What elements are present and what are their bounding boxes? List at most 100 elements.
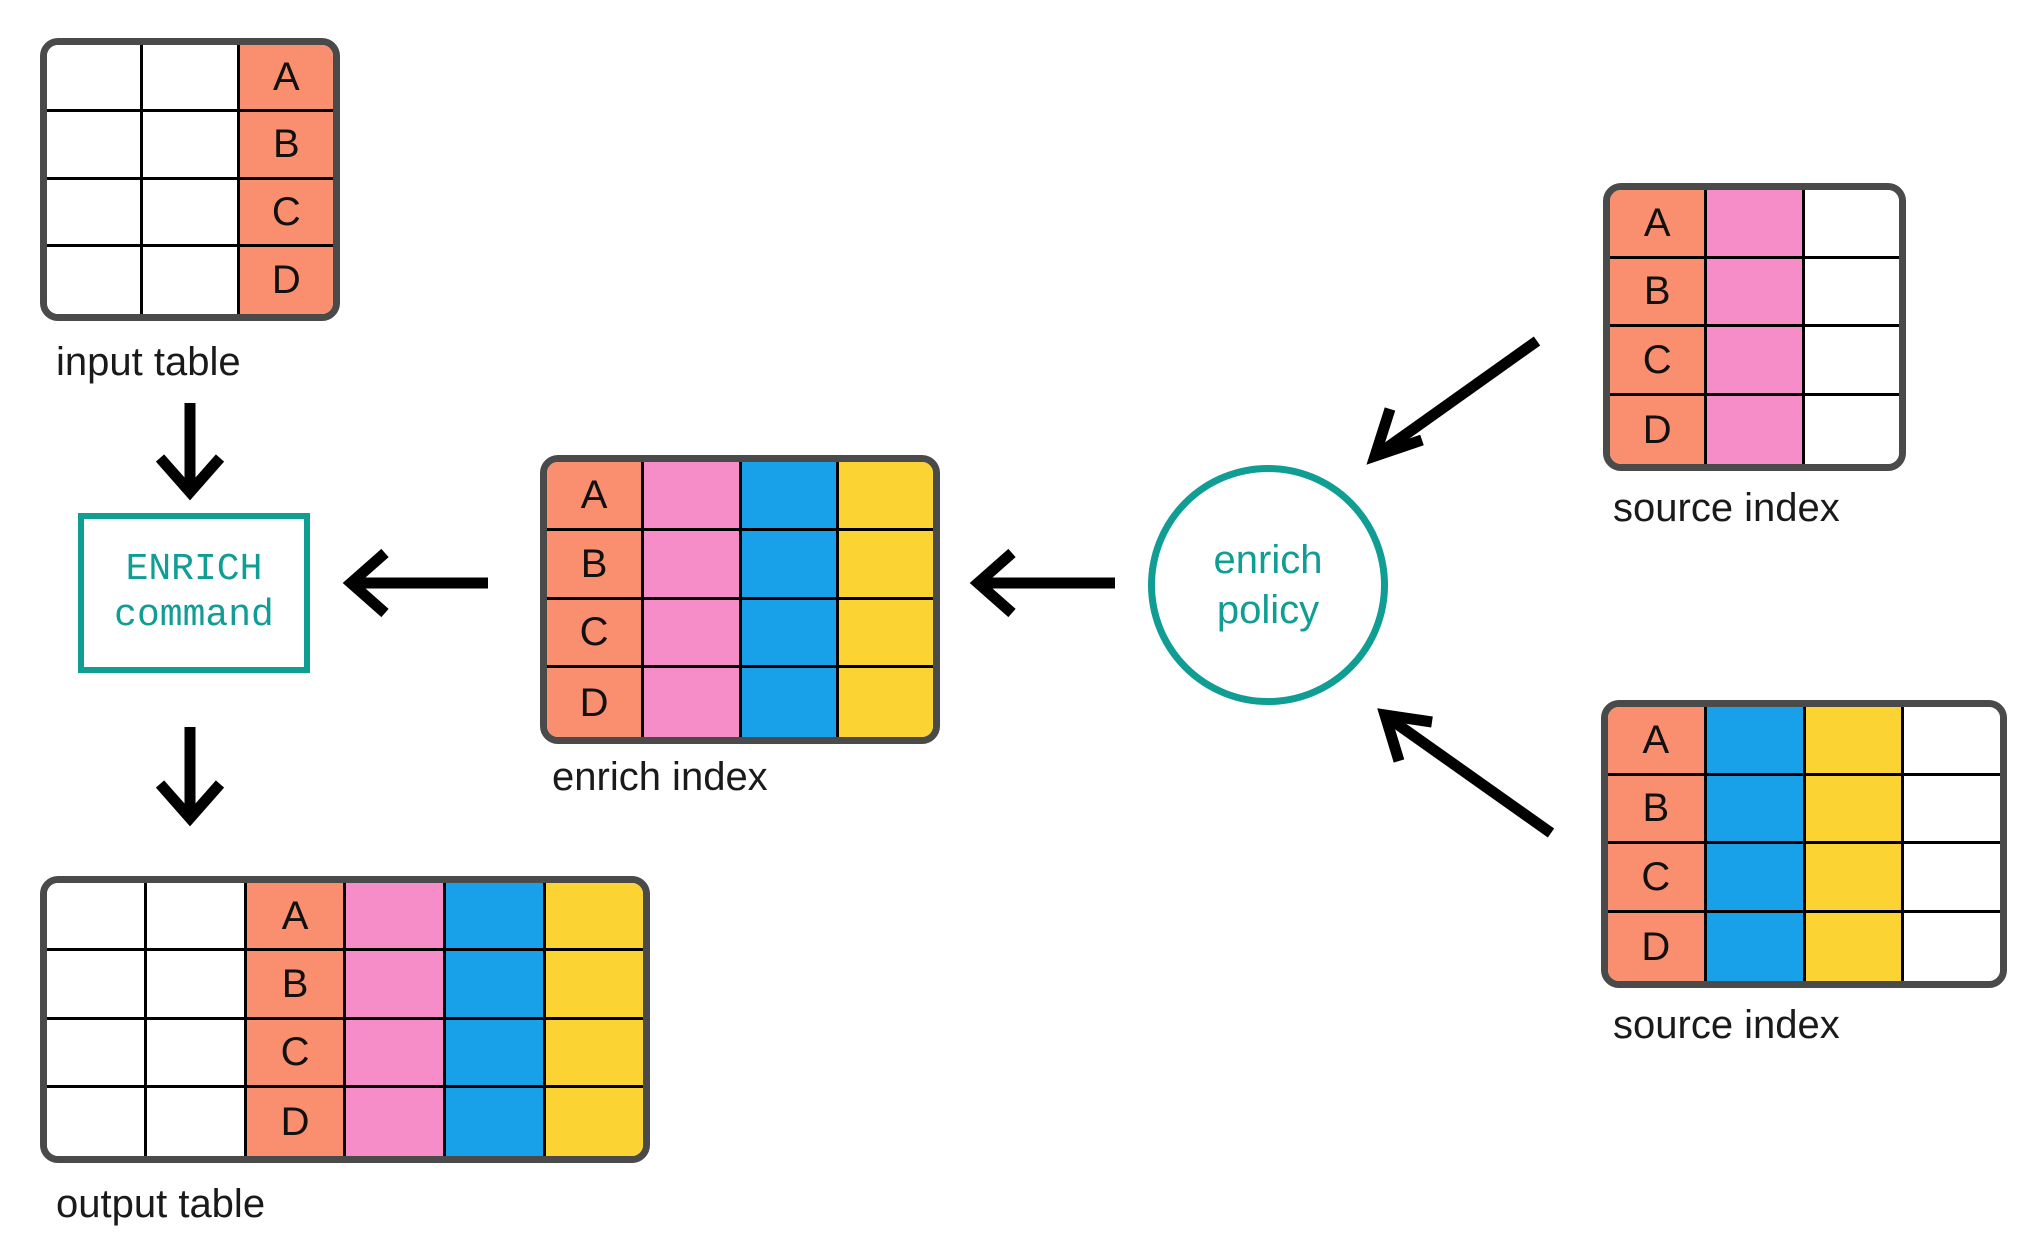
table-cell	[1805, 707, 1905, 776]
table-cell	[1804, 395, 1899, 464]
table-row: B	[547, 530, 933, 600]
enrich-policy-node[interactable]: enrich policy	[1148, 465, 1388, 705]
table-cell	[143, 246, 240, 314]
table-cell: D	[246, 1087, 347, 1156]
enrich-policy-line1: enrich	[1213, 538, 1323, 582]
table-cell	[546, 1087, 643, 1156]
table-cell: C	[547, 599, 645, 669]
table-cell	[143, 179, 240, 247]
arrow-input-to-command	[155, 403, 225, 501]
table-row: B	[1608, 775, 2000, 844]
table-cell: B	[239, 112, 333, 180]
arrow-command-to-output	[155, 727, 225, 827]
table-cell: C	[239, 179, 333, 247]
table-cell: B	[1608, 775, 1707, 844]
table-cell	[346, 1087, 447, 1156]
table-cell	[1706, 775, 1806, 844]
table-row: D	[1610, 395, 1899, 464]
table-cell: C	[246, 1019, 347, 1088]
table-cell: A	[1610, 190, 1708, 259]
table-cell	[346, 883, 447, 952]
table-row: C	[1610, 327, 1899, 396]
table-cell	[1904, 844, 2000, 913]
table-cell	[1805, 912, 1905, 981]
table-cell	[1706, 707, 1806, 776]
table-cell	[1707, 327, 1805, 396]
table-row: C	[47, 1019, 643, 1088]
table-cell	[346, 1019, 447, 1088]
source-index-top-caption: source index	[1613, 486, 1840, 530]
table-cell	[1904, 707, 2000, 776]
table-row: A	[47, 45, 333, 113]
table-cell	[47, 246, 144, 314]
table-cell	[146, 1087, 247, 1156]
table-cell	[1706, 844, 1806, 913]
table-cell	[741, 668, 839, 737]
table-row: A	[547, 462, 933, 531]
table-row: D	[47, 1087, 643, 1156]
table-cell	[644, 530, 742, 600]
table-cell	[47, 1087, 147, 1156]
table-cell: B	[246, 951, 347, 1020]
table-cell: D	[239, 246, 333, 314]
table-cell: A	[1608, 707, 1707, 776]
enrich-command-box[interactable]: ENRICH command	[78, 513, 310, 673]
table-cell: C	[1608, 844, 1707, 913]
table-cell	[838, 668, 933, 737]
table-cell	[1805, 844, 1905, 913]
table-cell	[47, 45, 144, 113]
table-row: A	[1610, 190, 1899, 259]
table-cell: B	[1610, 258, 1708, 327]
table-row: C	[47, 179, 333, 247]
table-cell	[546, 951, 643, 1020]
table-cell	[1706, 912, 1806, 981]
output-table-caption: output table	[56, 1182, 266, 1226]
table-cell	[446, 951, 547, 1020]
table-cell: D	[1610, 395, 1708, 464]
table-cell	[644, 462, 742, 531]
table-cell	[1904, 775, 2000, 844]
table-cell	[346, 951, 447, 1020]
table-cell	[1804, 190, 1899, 259]
table-cell	[47, 951, 147, 1020]
table-row: D	[47, 246, 333, 314]
table-cell	[1707, 190, 1805, 259]
arrow-source-top-to-policy	[1366, 336, 1541, 465]
enrich-index-caption: enrich index	[552, 755, 768, 799]
table-cell	[838, 462, 933, 531]
enrich-command-line1: ENRICH	[125, 547, 263, 591]
arrow-enrich-index-to-command	[342, 548, 488, 618]
table-cell	[1707, 258, 1805, 327]
table-row: C	[547, 599, 933, 669]
table-row: D	[1608, 912, 2000, 981]
table-cell	[741, 599, 839, 669]
table-cell: D	[547, 668, 645, 737]
table-cell	[644, 599, 742, 669]
table-row: A	[1608, 707, 2000, 776]
table-cell	[47, 883, 147, 952]
table-cell	[741, 462, 839, 531]
table-cell	[143, 112, 240, 180]
table-row: C	[1608, 844, 2000, 913]
table-cell	[143, 45, 240, 113]
table-cell: B	[547, 530, 645, 600]
table-cell: C	[1610, 327, 1708, 396]
table-cell	[1804, 327, 1899, 396]
table-cell	[146, 883, 247, 952]
table-cell: A	[547, 462, 645, 531]
table-row: B	[1610, 258, 1899, 327]
table-cell	[146, 1019, 247, 1088]
table-cell	[47, 112, 144, 180]
table-cell	[47, 1019, 147, 1088]
source-index-bottom-caption: source index	[1613, 1003, 1840, 1047]
arrow-policy-to-enrich-index	[969, 548, 1115, 618]
input-table-caption: input table	[56, 340, 241, 384]
table-cell	[838, 530, 933, 600]
table-cell: A	[239, 45, 333, 113]
